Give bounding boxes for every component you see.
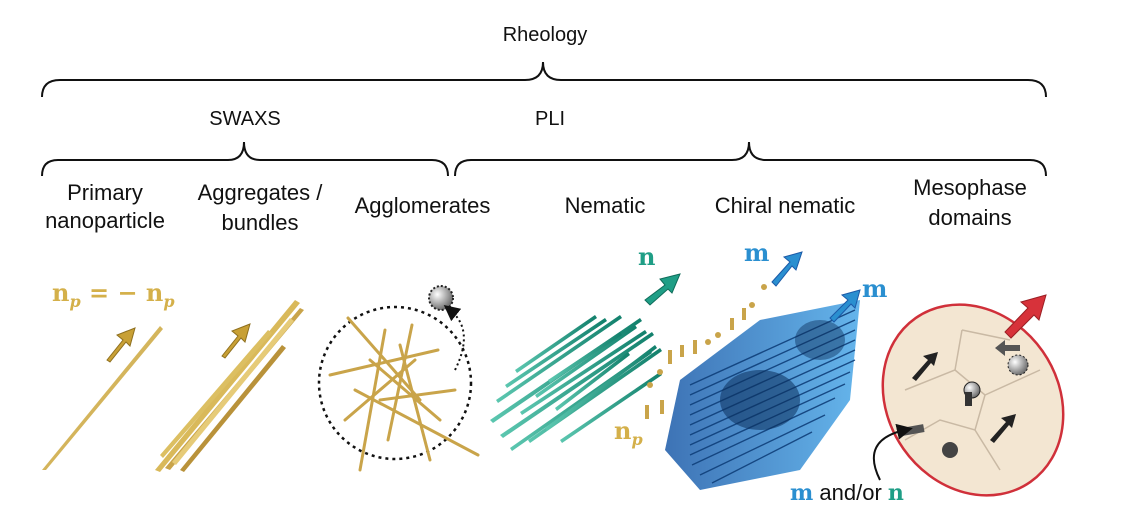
agglomerate-cluster [317,285,480,472]
primary-nanoparticle-rod [42,326,163,470]
bundle-arrow-icon [221,323,251,359]
pli-label: PLI [534,108,566,130]
np-arrow-icon [106,327,136,363]
pli-bracket [454,141,1047,177]
mesophase-label-line1: Mesophase [913,175,1027,200]
m-director-label-right: m [862,274,888,303]
n-director-arrow-icon [644,273,681,306]
primary-label-line1: Primary [67,180,143,205]
aggregate-bundle [155,300,304,472]
domain-arrow-1-icon [912,352,938,381]
mesophase-domain [881,303,1065,497]
nematic-label: Nematic [564,193,646,218]
m-director-label-top: m [744,238,770,267]
aggregates-label-line1: Aggregates / [197,180,323,205]
m-andor-n-label: m and/or n [790,480,904,506]
callout-arrow [872,423,913,481]
np-nematic-label: np [614,416,643,449]
chiral-nematic-helix [665,300,860,490]
swaxs-bracket [41,141,449,177]
swaxs-label: SWAXS [209,108,281,130]
mesophase-red-arrow-icon [1004,294,1047,339]
helix-particles [645,284,767,419]
nematic-rods [490,315,662,451]
n-director-label: n [638,242,656,271]
np-equation: np = − np [52,278,175,311]
agglomerates-label: Agglomerates [354,193,491,218]
chiral-nematic-label: Chiral nematic [714,193,856,218]
mesophase-label-line2: domains [928,205,1012,230]
aggregates-label-line2: bundles [221,210,299,235]
rheology-label: Rheology [502,24,588,46]
domain-arrow-2-icon [990,414,1016,443]
primary-label-line2: nanoparticle [45,208,165,233]
m-director-arrow-top-icon [771,251,803,287]
m-director-arrow-right-icon [829,289,861,323]
rheology-bracket [41,61,1047,98]
domain-arrow-3-icon [995,340,1020,356]
